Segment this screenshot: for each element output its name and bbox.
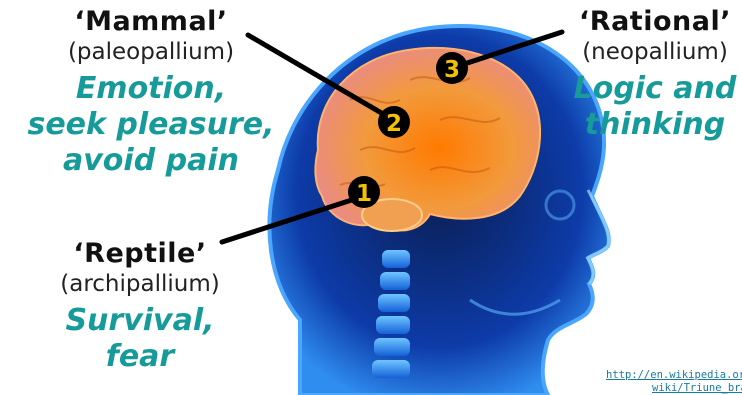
svg-text:2: 2 bbox=[386, 111, 402, 137]
mammal-role-line: Emotion, bbox=[20, 71, 282, 107]
reptile-role-line: fear bbox=[20, 339, 260, 375]
rational-latin-name: (neopallium) bbox=[565, 39, 742, 65]
source-link[interactable]: http://en.wikipedia.or bbox=[606, 369, 742, 382]
reptile-role: Survival, fear bbox=[20, 303, 260, 375]
mammal-title: ‘Mammal’ bbox=[20, 6, 282, 37]
mammal-role-line: avoid pain bbox=[20, 143, 282, 179]
rational-role: Logic and thinking bbox=[565, 71, 742, 143]
rational-role-line: Logic and bbox=[565, 71, 742, 107]
marker-3: 3 bbox=[436, 52, 468, 84]
rational-label-group: ‘Rational’ (neopallium) Logic and thinki… bbox=[565, 6, 742, 143]
mammal-role: Emotion, seek pleasure, avoid pain bbox=[20, 71, 282, 179]
rational-title: ‘Rational’ bbox=[565, 6, 742, 37]
rational-role-line: thinking bbox=[565, 107, 742, 143]
marker-1: 1 bbox=[348, 176, 380, 208]
mammal-latin-name: (paleopallium) bbox=[20, 39, 282, 65]
marker-2: 2 bbox=[378, 106, 410, 138]
mammal-label-group: ‘Mammal’ (paleopallium) Emotion, seek pl… bbox=[20, 6, 282, 179]
reptile-title: ‘Reptile’ bbox=[20, 238, 260, 269]
reptile-label-group: ‘Reptile’ (archipallium) Survival, fear bbox=[20, 238, 260, 375]
svg-text:3: 3 bbox=[444, 57, 460, 83]
reptile-role-line: Survival, bbox=[20, 303, 260, 339]
source-link-continued[interactable]: wiki/Triune_bra bbox=[652, 382, 742, 395]
mammal-role-line: seek pleasure, bbox=[20, 107, 282, 143]
reptile-latin-name: (archipallium) bbox=[20, 271, 260, 297]
svg-text:1: 1 bbox=[356, 181, 372, 207]
